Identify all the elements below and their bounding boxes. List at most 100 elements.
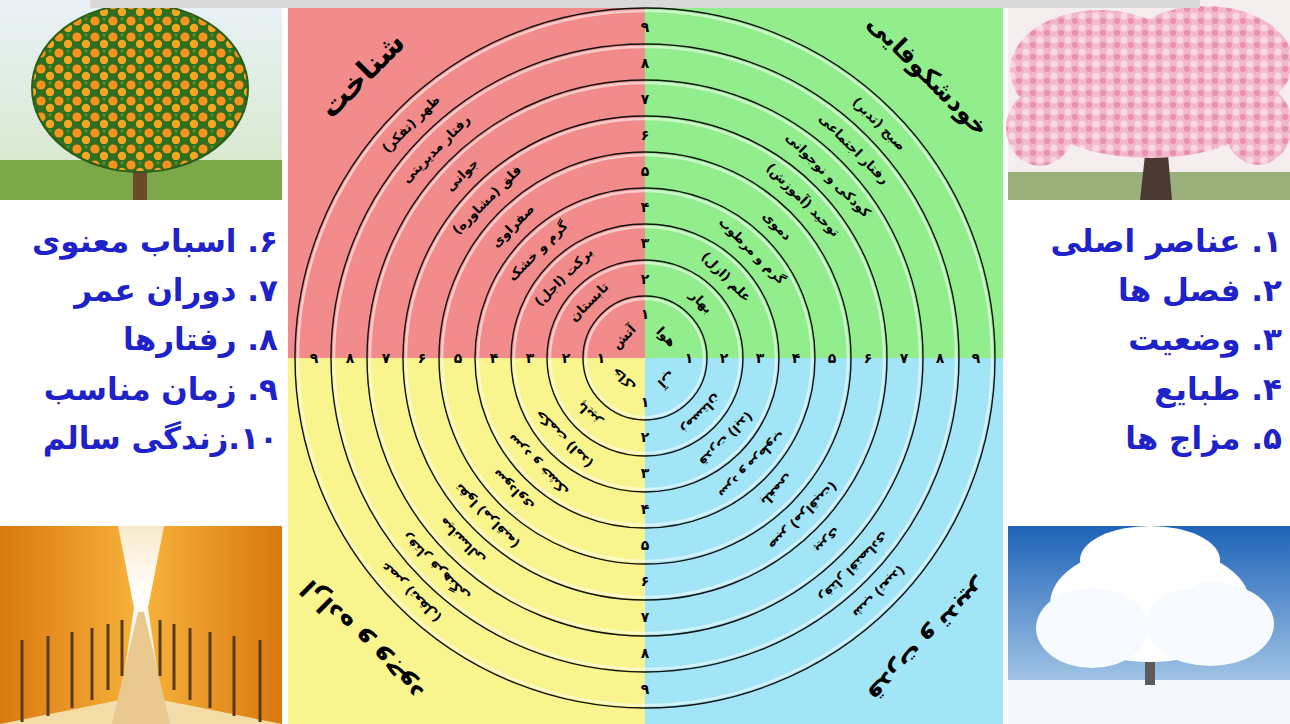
ring-label: سوداوی [489, 466, 537, 514]
photo-ground [0, 526, 282, 724]
ring-label: صفراوی [488, 201, 538, 251]
ring-cell: پاییز [574, 398, 605, 429]
autumn-avenue-photo [0, 526, 282, 724]
ring-number: ۵ [828, 350, 837, 367]
ring-number: ۸ [641, 55, 650, 72]
ring-number: ۸ [346, 350, 355, 367]
ring-label: تابستان [566, 279, 612, 325]
ring-number: ۱ [597, 350, 606, 367]
ring-number: ۹ [972, 350, 981, 367]
ring-label: خاک [609, 364, 640, 395]
ring-cell: بهار [686, 287, 715, 316]
orange-tree-photo [0, 0, 282, 200]
ring-cell: صفراوی [488, 201, 538, 251]
ring-label: پیری [812, 525, 844, 557]
ring-cell: زمستان [678, 391, 724, 437]
ring-number: ۷ [900, 350, 909, 367]
photo-ground [0, 0, 282, 200]
tree-crown [32, 4, 248, 172]
ring-label: آب [654, 367, 677, 390]
ring-label: بلغمی [758, 471, 797, 510]
ring-label: زمستان [678, 391, 724, 437]
list-item: ۱۰.زندگی سالم [43, 420, 278, 457]
top-strip [90, 0, 1200, 8]
ring-label: بهار [686, 287, 715, 316]
ring-cell: دموی [759, 208, 795, 244]
tree-row [148, 526, 282, 724]
snow-ground [1008, 680, 1290, 724]
ring-cell: جوانی [442, 155, 481, 194]
list-item: ۶. اسباب معنوی [32, 223, 278, 260]
ring-number: ۴ [641, 199, 650, 216]
ring-number: ۵ [641, 163, 650, 180]
ring-number: ۴ [641, 501, 650, 518]
ring-number: ۱ [685, 350, 694, 367]
snow-crown [1036, 588, 1148, 668]
ring-number: ۶ [641, 127, 650, 144]
ring-number: ۷ [382, 350, 391, 367]
ring-number: ۱ [641, 394, 650, 411]
ring-circles [295, 8, 995, 708]
ring-cell: سوداوی [489, 466, 537, 514]
ring-cell: هوا [653, 324, 679, 350]
ring-number: ۶ [641, 573, 650, 590]
quadrant-panel: خودشکوفاییهوابهارعلم (ازل)گرم و مرطوبدمو… [645, 8, 1003, 358]
ring-number: ۵ [641, 537, 650, 554]
list-item: ۹. زمان مناسب [44, 371, 278, 408]
ring-label: آتش [608, 321, 639, 352]
ring-number: ۸ [936, 350, 945, 367]
list-item: ۳. وضعیت [1128, 322, 1282, 359]
quadrant-panel: شناختآتشتابستانبرکت (اجل)گرم و خشکصفراوی… [288, 8, 645, 358]
ring-cell: آتش [608, 321, 639, 352]
snow-crown [1146, 582, 1274, 666]
ring-cell: میانسالی [435, 515, 488, 568]
quadrant-ground [645, 358, 1003, 724]
ring-label: دموی [759, 208, 795, 244]
photo-ground [1008, 526, 1290, 724]
ring-number: ۳ [641, 235, 650, 252]
ring-number: ۱ [641, 306, 650, 323]
quadrant-title: شناخت [312, 25, 413, 126]
ring-label: جوانی [442, 155, 481, 194]
ring-cell: پیری [812, 525, 844, 557]
ring-number: ۷ [641, 91, 650, 108]
ring-label: پاییز [574, 398, 605, 429]
quadrant-ground [288, 358, 645, 724]
ring-cell: خاک [609, 364, 640, 395]
list-item: ۲. فصل ها [1118, 273, 1282, 310]
tree-trunks [22, 620, 260, 722]
ring-number: ۹ [641, 19, 650, 36]
ring-label: میانسالی [435, 515, 488, 568]
ring-number: ۲ [562, 350, 571, 367]
ring-number: ۲ [720, 350, 729, 367]
list-item: ۸. رفتارها [123, 322, 278, 359]
list-item: ۱. عناصر اصلی [1050, 223, 1282, 260]
ring-label: کودکی و نوجوانی [783, 129, 874, 220]
ring-highlights [298, 11, 992, 705]
snow-crown [1080, 526, 1220, 594]
tree-row [0, 526, 134, 724]
ring-cell: تابستان [566, 279, 612, 325]
ring-number: ۷ [641, 609, 650, 626]
ring-number: ۳ [641, 465, 650, 482]
ring-number: ۵ [454, 350, 463, 367]
list-item: ۷. دوران عمر [74, 273, 278, 310]
ring-number: ۳ [526, 350, 535, 367]
ring-label: هوا [653, 324, 679, 350]
snow-tree-photo [1008, 526, 1290, 724]
ring-number: ۳ [756, 350, 765, 367]
quadrant-panel: اراده و وجودخاکپاییزحکمت (امد)سرد و خشکس… [288, 358, 645, 724]
ring-number: ۲ [641, 271, 650, 288]
quadrant-panel: قدرت و تدبیرآبزمستانقدرت (ابد)سرد و مرطو… [645, 358, 1003, 724]
list-item: ۵. مزاج ها [1125, 420, 1282, 457]
blossom-cloud [1224, 85, 1290, 165]
ring-number: ۶ [418, 350, 427, 367]
ring-number: ۶ [864, 350, 873, 367]
ring-number: ۹ [641, 681, 650, 698]
ring-number: ۴ [490, 350, 499, 367]
ring-cell: کودکی و نوجوانی [783, 129, 874, 220]
blossom-tree-photo [1006, 0, 1290, 200]
ring-number: ۴ [792, 350, 801, 367]
ring-number: ۲ [641, 429, 650, 446]
ring-number: ۹ [310, 350, 319, 367]
